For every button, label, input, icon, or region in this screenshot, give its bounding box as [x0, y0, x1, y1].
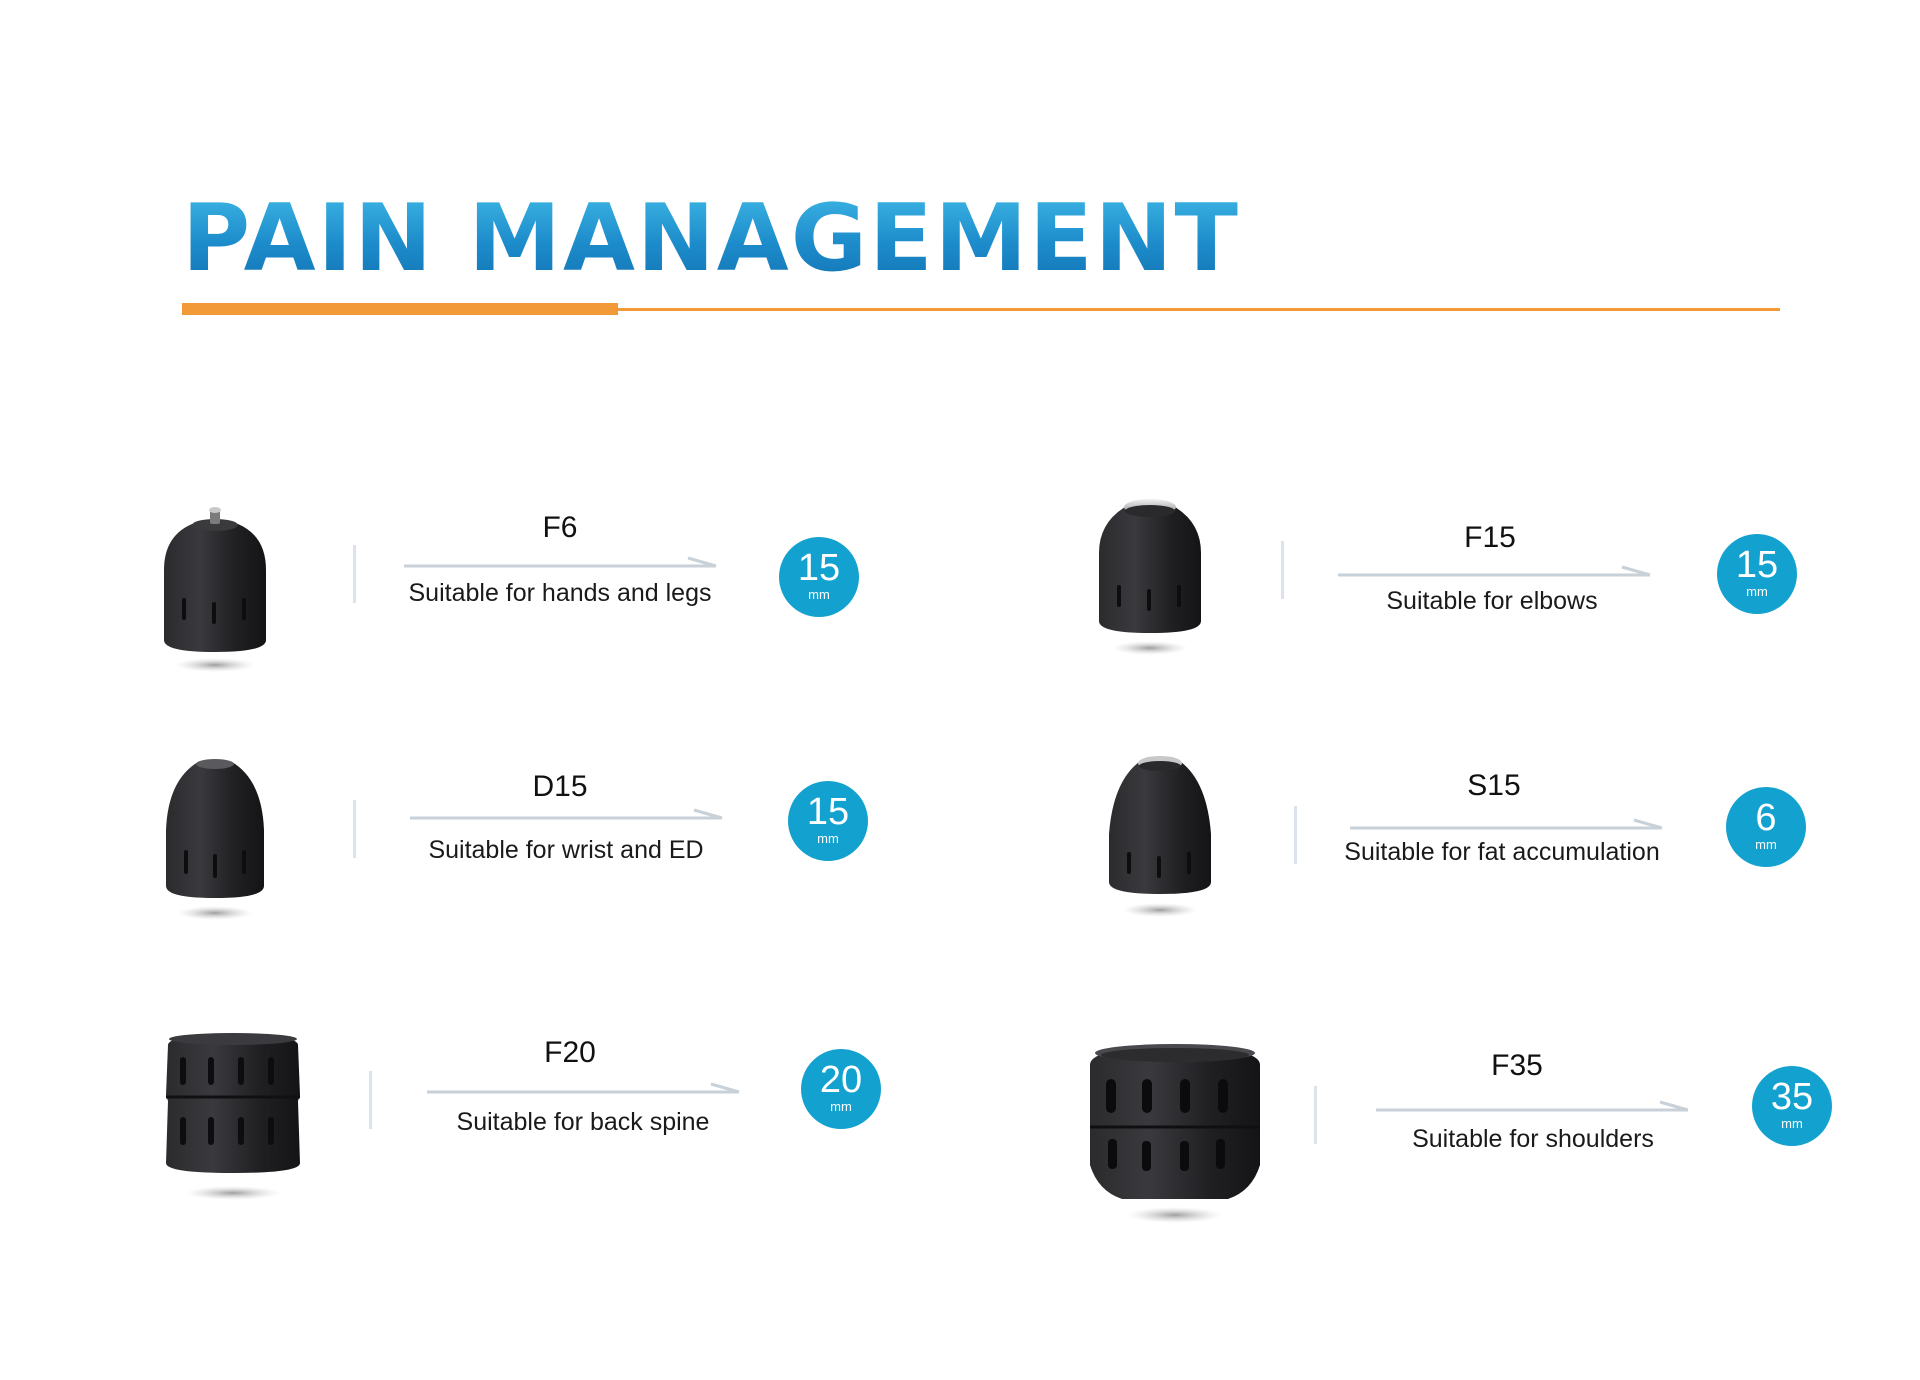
- f6-massage-head-icon: [164, 507, 266, 672]
- size-unit: mm: [830, 1099, 852, 1114]
- size-unit: mm: [817, 831, 839, 846]
- description: Suitable for shoulders: [1412, 1125, 1654, 1153]
- model-name: F15: [1464, 521, 1516, 554]
- f15-massage-head-icon: [1099, 499, 1201, 655]
- size-unit: mm: [1746, 584, 1768, 599]
- size-value: 6: [1755, 797, 1777, 839]
- arrow-right-icon: [1338, 565, 1651, 577]
- divider: [353, 800, 356, 858]
- size-unit: mm: [1781, 1116, 1803, 1131]
- title-underline: [182, 308, 1780, 311]
- divider: [369, 1071, 372, 1129]
- model-name: D15: [532, 770, 588, 803]
- size-value: 15: [797, 547, 841, 589]
- page-title: PAIN MANAGEMENT: [182, 184, 1240, 292]
- model-name: F6: [542, 511, 578, 544]
- size-badge: 20 mm: [801, 1049, 881, 1129]
- arrow-right-icon: [1350, 818, 1663, 830]
- f35-massage-head-icon: [1090, 1044, 1260, 1223]
- divider: [1281, 541, 1284, 599]
- description: Suitable for wrist and ED: [428, 836, 704, 864]
- divider: [353, 545, 356, 603]
- size-value: 35: [1770, 1076, 1814, 1118]
- divider: [1314, 1086, 1317, 1144]
- size-value: 15: [1735, 544, 1779, 586]
- model-name: F35: [1491, 1049, 1543, 1082]
- arrow-right-icon: [410, 808, 723, 820]
- divider: [1294, 806, 1297, 864]
- size-value: 20: [819, 1059, 863, 1101]
- size-badge: 35 mm: [1752, 1066, 1832, 1146]
- arrow-right-icon: [427, 1082, 740, 1094]
- model-name: F20: [544, 1036, 596, 1069]
- size-value: 15: [806, 791, 850, 833]
- size-badge: 15 mm: [788, 781, 868, 861]
- size-badge: 15 mm: [1717, 534, 1797, 614]
- description: Suitable for fat accumulation: [1344, 838, 1660, 866]
- arrow-right-icon: [404, 556, 717, 568]
- s15-massage-head-icon: [1109, 756, 1211, 917]
- f20-massage-head-icon: [166, 1033, 300, 1200]
- title-underline-accent: [182, 303, 618, 315]
- size-badge: 6 mm: [1726, 787, 1806, 867]
- size-unit: mm: [1755, 837, 1777, 852]
- model-name: S15: [1467, 769, 1521, 802]
- description: Suitable for hands and legs: [408, 579, 712, 607]
- description: Suitable for back spine: [456, 1108, 710, 1136]
- description: Suitable for elbows: [1386, 587, 1598, 615]
- size-unit: mm: [808, 587, 830, 602]
- arrow-right-icon: [1376, 1100, 1689, 1112]
- d15-massage-head-icon: [166, 759, 264, 920]
- size-badge: 15 mm: [779, 537, 859, 617]
